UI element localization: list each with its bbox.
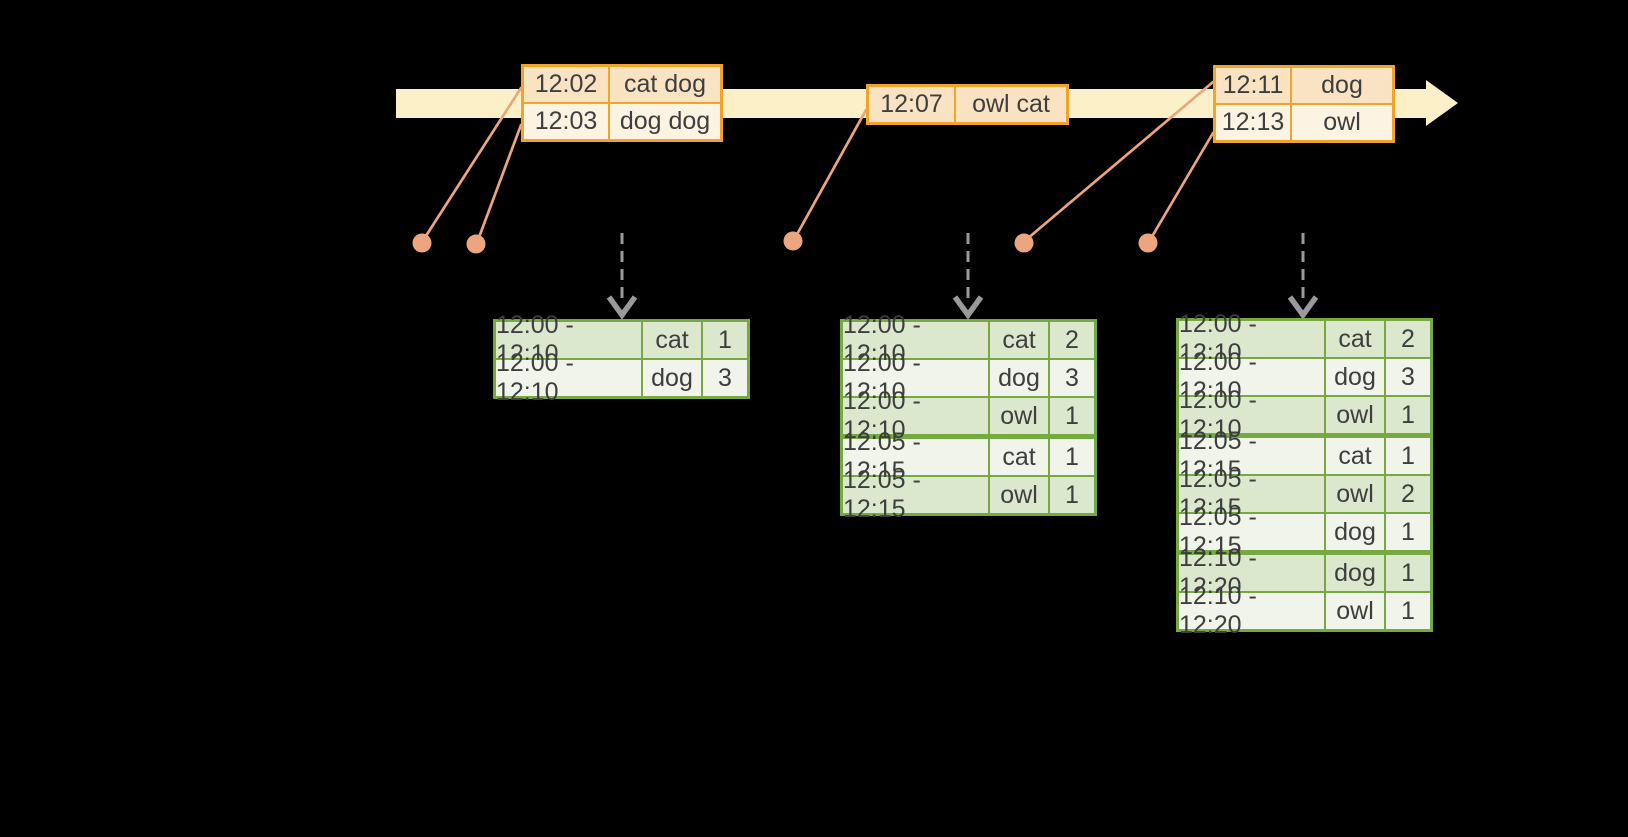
window-cell: 12:00 - 12:10 [843, 387, 988, 444]
word-cell: owl [990, 477, 1048, 513]
event-words-cell: dog [1292, 68, 1392, 103]
window-cell: 12:05 - 12:15 [1179, 465, 1324, 522]
event-words-cell: dog dog [610, 104, 720, 139]
word-cell: cat [1326, 438, 1384, 474]
count-cell: 1 [1386, 438, 1430, 474]
word-cell: cat [990, 322, 1048, 358]
count-cell: 1 [1050, 477, 1094, 513]
word-cell: cat [1326, 321, 1384, 357]
event-connector-line [793, 108, 868, 240]
event-time-cell: 12:13 [1216, 105, 1290, 140]
event-time-dot [1138, 233, 1158, 253]
word-cell: dog [1326, 514, 1384, 550]
count-cell: 3 [703, 360, 747, 396]
event-connector-line [1025, 80, 1215, 241]
event-connector-line [1148, 131, 1215, 242]
event-time-dot [783, 231, 803, 251]
count-cell: 1 [1050, 398, 1094, 434]
event-time-cell: 12:02 [524, 67, 608, 102]
count-cell: 1 [1386, 397, 1430, 433]
word-cell: owl [990, 398, 1048, 434]
event-time-cell: 12:11 [1216, 68, 1290, 103]
count-cell: 1 [703, 322, 747, 358]
count-cell: 2 [1386, 321, 1430, 357]
word-cell: cat [643, 322, 701, 358]
word-cell: dog [643, 360, 701, 396]
word-cell: owl [1326, 476, 1384, 512]
event-words-cell: cat dog [610, 67, 720, 102]
window-cell: 12:00 - 12:10 [496, 349, 641, 406]
count-cell: 3 [1050, 360, 1094, 396]
count-cell: 1 [1386, 593, 1430, 629]
word-cell: owl [1326, 397, 1384, 433]
window-cell: 12:10 - 12:20 [1179, 582, 1324, 639]
event-time-dot [412, 233, 432, 253]
event-time-cell: 12:03 [524, 104, 608, 139]
timeline-arrow-head-icon [1426, 80, 1458, 126]
window-cell: 12:05 - 12:15 [843, 466, 988, 523]
window-cell: 12:00 - 12:10 [843, 349, 988, 406]
count-cell: 2 [1386, 476, 1430, 512]
event-time-dot [1014, 233, 1034, 253]
word-cell: dog [1326, 555, 1384, 591]
count-cell: 1 [1386, 555, 1430, 591]
event-time-dot [466, 234, 486, 254]
event-time-cell: 12:07 [869, 87, 954, 122]
event-connector-line [422, 86, 523, 241]
event-words-cell: owl cat [956, 87, 1066, 122]
word-cell: dog [990, 360, 1048, 396]
word-cell: dog [1326, 359, 1384, 395]
count-cell: 1 [1386, 514, 1430, 550]
count-cell: 1 [1050, 439, 1094, 475]
count-cell: 3 [1386, 359, 1430, 395]
window-cell: 12:00 - 12:10 [843, 311, 988, 368]
window-cell: 12:00 - 12:10 [1179, 386, 1324, 443]
word-cell: owl [1326, 593, 1384, 629]
event-connector-line [476, 123, 523, 242]
trigger-arrowhead-icon [606, 295, 638, 320]
event-words-cell: owl [1292, 105, 1392, 140]
count-cell: 2 [1050, 322, 1094, 358]
trigger-arrowhead-icon [1287, 295, 1319, 320]
trigger-arrowhead-icon [952, 295, 984, 320]
word-cell: cat [990, 439, 1048, 475]
window-cell: 12:00 - 12:10 [1179, 348, 1324, 405]
window-cell: 12:10 - 12:20 [1179, 544, 1324, 601]
window-cell: 12:05 - 12:15 [1179, 503, 1324, 560]
window-cell: 12:00 - 12:10 [1179, 310, 1324, 367]
